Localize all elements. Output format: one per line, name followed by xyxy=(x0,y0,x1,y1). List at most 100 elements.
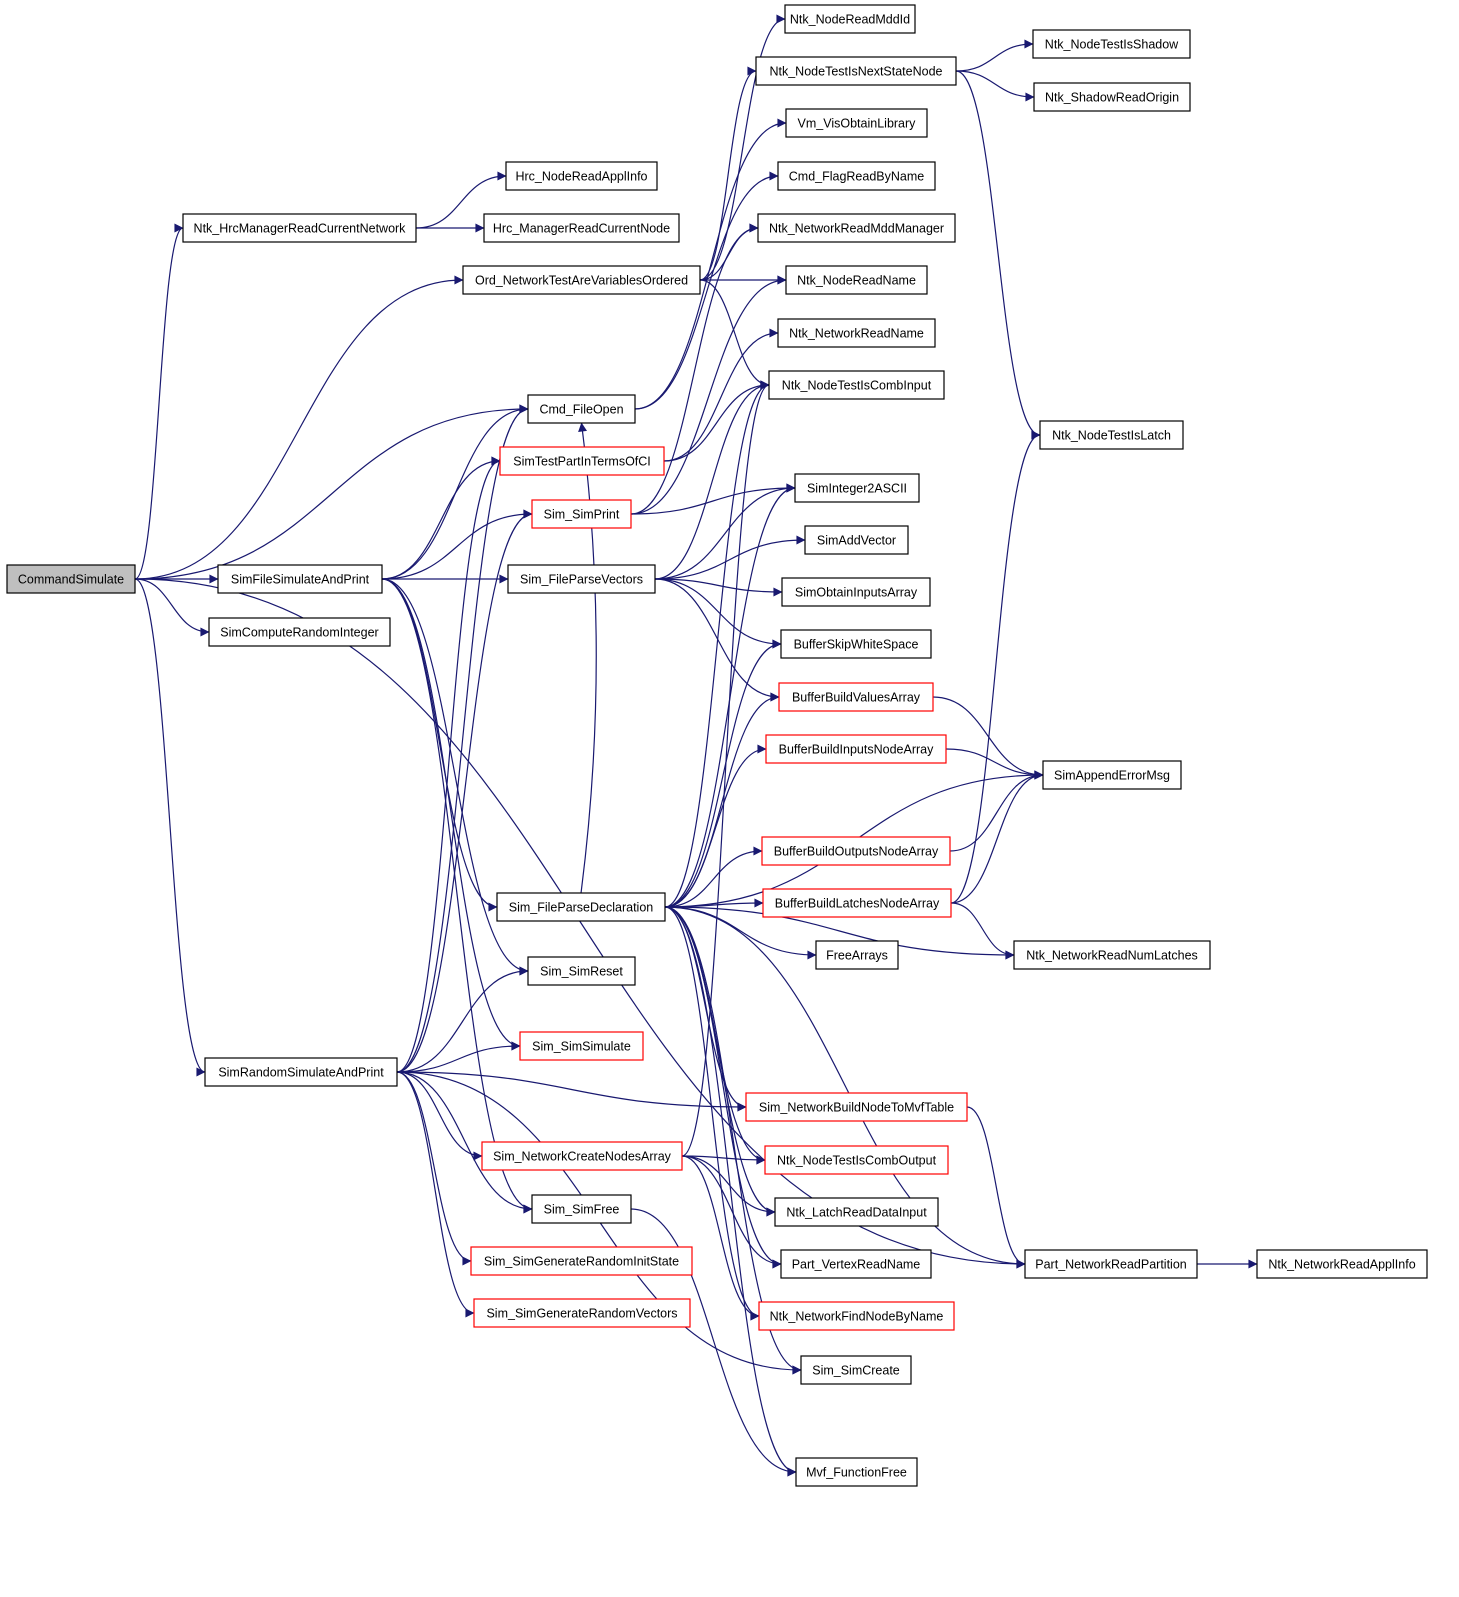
node-box xyxy=(768,370,945,400)
node-SimFileSimulateAndPrint[interactable]: SimFileSimulateAndPrint xyxy=(217,564,383,594)
edge-SimRandomSimulateAndPrint-to-Sim_NetworkCreateNodesArray xyxy=(396,1071,483,1161)
edge-BufferBuildValuesArray-to-SimAppendErrorMsg xyxy=(932,696,1044,780)
edge-Ntk_NodeTestIsNextStateNode-to-Ntk_ShadowReadOrigin xyxy=(955,70,1035,102)
node-Vm_VisObtainLibrary[interactable]: Vm_VisObtainLibrary xyxy=(785,108,928,138)
edge-CommandSimulate-to-Ord_NetworkTestAreVariablesOrdered xyxy=(134,275,464,580)
node-box xyxy=(519,1031,644,1061)
node-box xyxy=(815,940,899,970)
edge-SimFileSimulateAndPrint-to-Sim_SimSimulate xyxy=(381,578,521,1051)
node-Sim_SimFree[interactable]: Sim_SimFree xyxy=(531,1194,632,1224)
edge-Sim_FileParseDeclaration-to-Ntk_NodeTestIsCombInput xyxy=(664,380,770,908)
node-box xyxy=(473,1298,691,1328)
node-Ntk_NetworkReadApplInfo[interactable]: Ntk_NetworkReadApplInfo xyxy=(1256,1249,1428,1279)
edge-CommandSimulate-to-SimRandomSimulateAndPrint xyxy=(134,578,206,1077)
node-box xyxy=(765,734,947,764)
node-SimTestPartInTermsOfCI[interactable]: SimTestPartInTermsOfCI xyxy=(499,446,665,476)
node-label: BufferSkipWhiteSpace xyxy=(794,638,919,652)
node-Ntk_NodeTestIsLatch[interactable]: Ntk_NodeTestIsLatch xyxy=(1039,420,1184,450)
node-Ntk_NodeReadMddId[interactable]: Ntk_NodeReadMddId xyxy=(784,4,916,34)
node-FreeArrays[interactable]: FreeArrays xyxy=(815,940,899,970)
edge-SimTestPartInTermsOfCI-to-Ntk_NodeTestIsCombInput xyxy=(663,380,770,462)
node-label: Sim_FileParseVectors xyxy=(520,573,643,587)
edge-Sim_NetworkCreateNodesArray-to-Part_VertexReadName xyxy=(681,1155,782,1269)
node-box xyxy=(764,1145,949,1175)
node-SimInteger2ASCII[interactable]: SimInteger2ASCII xyxy=(794,473,920,503)
node-label: Sim_SimReset xyxy=(540,965,623,979)
node-box xyxy=(505,161,658,191)
node-box xyxy=(1033,82,1191,112)
edge-BufferBuildInputsNodeArray-to-SimAppendErrorMsg xyxy=(945,748,1044,780)
node-Ntk_NodeTestIsNextStateNode[interactable]: Ntk_NodeTestIsNextStateNode xyxy=(755,56,957,86)
node-Sim_SimGenerateRandomInitState[interactable]: Sim_SimGenerateRandomInitState xyxy=(470,1246,693,1276)
node-BufferSkipWhiteSpace[interactable]: BufferSkipWhiteSpace xyxy=(780,629,932,659)
node-box xyxy=(6,564,136,594)
edge-Sim_FileParseVectors-to-BufferBuildValuesArray xyxy=(654,578,780,702)
node-Sim_SimReset[interactable]: Sim_SimReset xyxy=(527,956,636,986)
node-Ntk_NetworkReadMddManager[interactable]: Ntk_NetworkReadMddManager xyxy=(757,213,956,243)
node-box xyxy=(755,56,957,86)
node-box xyxy=(745,1092,968,1122)
node-label: Sim_SimGenerateRandomInitState xyxy=(484,1255,679,1269)
node-label: Sim_SimSimulate xyxy=(532,1040,631,1054)
node-Ord_NetworkTestAreVariablesOrdered[interactable]: Ord_NetworkTestAreVariablesOrdered xyxy=(462,265,701,295)
node-Ntk_NetworkReadNumLatches[interactable]: Ntk_NetworkReadNumLatches xyxy=(1013,940,1211,970)
node-Ntk_NodeTestIsShadow[interactable]: Ntk_NodeTestIsShadow xyxy=(1032,29,1191,59)
node-Sim_SimGenerateRandomVectors[interactable]: Sim_SimGenerateRandomVectors xyxy=(473,1298,691,1328)
node-label: Ntk_NodeTestIsShadow xyxy=(1045,38,1179,52)
node-BufferBuildValuesArray[interactable]: BufferBuildValuesArray xyxy=(778,682,934,712)
node-Ntk_NetworkReadName[interactable]: Ntk_NetworkReadName xyxy=(777,318,936,348)
node-label: FreeArrays xyxy=(826,949,888,963)
node-BufferBuildOutputsNodeArray[interactable]: BufferBuildOutputsNodeArray xyxy=(761,836,951,866)
node-Ntk_NodeTestIsCombInput[interactable]: Ntk_NodeTestIsCombInput xyxy=(768,370,945,400)
node-label: Cmd_FileOpen xyxy=(539,403,623,417)
node-box xyxy=(794,473,920,503)
node-Sim_NetworkCreateNodesArray[interactable]: Sim_NetworkCreateNodesArray xyxy=(481,1141,683,1171)
node-Cmd_FlagReadByName[interactable]: Cmd_FlagReadByName xyxy=(777,161,936,191)
node-BufferBuildLatchesNodeArray[interactable]: BufferBuildLatchesNodeArray xyxy=(762,888,952,918)
node-Mvf_FunctionFree[interactable]: Mvf_FunctionFree xyxy=(795,1457,918,1487)
node-Ntk_NetworkFindNodeByName[interactable]: Ntk_NetworkFindNodeByName xyxy=(758,1301,955,1331)
node-Sim_SimCreate[interactable]: Sim_SimCreate xyxy=(800,1355,912,1385)
node-Part_NetworkReadPartition[interactable]: Part_NetworkReadPartition xyxy=(1024,1249,1198,1279)
node-SimComputeRandomInteger[interactable]: SimComputeRandomInteger xyxy=(208,617,391,647)
edge-SimRandomSimulateAndPrint-to-Sim_SimReset xyxy=(396,966,529,1073)
edge-Cmd_FileOpen-to-Cmd_FlagReadByName xyxy=(634,171,779,410)
node-Ntk_HrcManagerReadCurrentNetwork[interactable]: Ntk_HrcManagerReadCurrentNetwork xyxy=(182,213,417,243)
node-box xyxy=(800,1355,912,1385)
node-BufferBuildInputsNodeArray[interactable]: BufferBuildInputsNodeArray xyxy=(765,734,947,764)
node-Ntk_ShadowReadOrigin[interactable]: Ntk_ShadowReadOrigin xyxy=(1033,82,1191,112)
node-Ntk_LatchReadDataInput[interactable]: Ntk_LatchReadDataInput xyxy=(774,1197,939,1227)
node-box xyxy=(795,1457,918,1487)
node-Sim_FileParseDeclaration[interactable]: Sim_FileParseDeclaration xyxy=(496,892,666,922)
node-Hrc_NodeReadApplInfo[interactable]: Hrc_NodeReadApplInfo xyxy=(505,161,658,191)
node-SimRandomSimulateAndPrint[interactable]: SimRandomSimulateAndPrint xyxy=(204,1057,398,1087)
node-label: Ntk_NodeTestIsLatch xyxy=(1052,429,1171,443)
node-SimAppendErrorMsg[interactable]: SimAppendErrorMsg xyxy=(1042,760,1182,790)
node-CommandSimulate[interactable]: CommandSimulate xyxy=(6,564,136,594)
node-Sim_SimPrint[interactable]: Sim_SimPrint xyxy=(531,499,632,529)
edge-SimFileSimulateAndPrint-to-Sim_SimReset xyxy=(381,578,529,976)
node-Part_VertexReadName[interactable]: Part_VertexReadName xyxy=(780,1249,932,1279)
node-Sim_NetworkBuildNodeToMvfTable[interactable]: Sim_NetworkBuildNodeToMvfTable xyxy=(745,1092,968,1122)
node-label: BufferBuildInputsNodeArray xyxy=(779,743,934,757)
edge-Cmd_FileOpen-to-Vm_VisObtainLibrary xyxy=(634,118,787,410)
node-box xyxy=(182,213,417,243)
node-SimObtainInputsArray[interactable]: SimObtainInputsArray xyxy=(781,577,931,607)
edge-Ord_NetworkTestAreVariablesOrdered-to-Ntk_NodeTestIsNextStateNode xyxy=(699,66,757,281)
node-Ntk_NodeReadName[interactable]: Ntk_NodeReadName xyxy=(785,265,928,295)
edge-Sim_FileParseVectors-to-SimObtainInputsArray xyxy=(654,578,783,597)
node-box xyxy=(204,1057,398,1087)
node-Ntk_NodeTestIsCombOutput[interactable]: Ntk_NodeTestIsCombOutput xyxy=(764,1145,949,1175)
node-Hrc_ManagerReadCurrentNode[interactable]: Hrc_ManagerReadCurrentNode xyxy=(483,213,680,243)
node-Sim_SimSimulate[interactable]: Sim_SimSimulate xyxy=(519,1031,644,1061)
node-SimAddVector[interactable]: SimAddVector xyxy=(804,525,909,555)
edge-CommandSimulate-to-Cmd_FileOpen xyxy=(134,404,529,580)
node-label: SimAppendErrorMsg xyxy=(1054,769,1170,783)
node-Sim_FileParseVectors[interactable]: Sim_FileParseVectors xyxy=(507,564,656,594)
node-label: Hrc_ManagerReadCurrentNode xyxy=(493,222,670,236)
node-Cmd_FileOpen[interactable]: Cmd_FileOpen xyxy=(527,394,636,424)
edge-Sim_FileParseDeclaration-to-Ntk_NetworkReadNumLatches xyxy=(664,906,1015,960)
edge-Sim_FileParseDeclaration-to-Cmd_FileOpen xyxy=(578,422,597,894)
node-box xyxy=(208,617,391,647)
edge-SimFileSimulateAndPrint-to-Sim_SimFree xyxy=(381,578,533,1214)
